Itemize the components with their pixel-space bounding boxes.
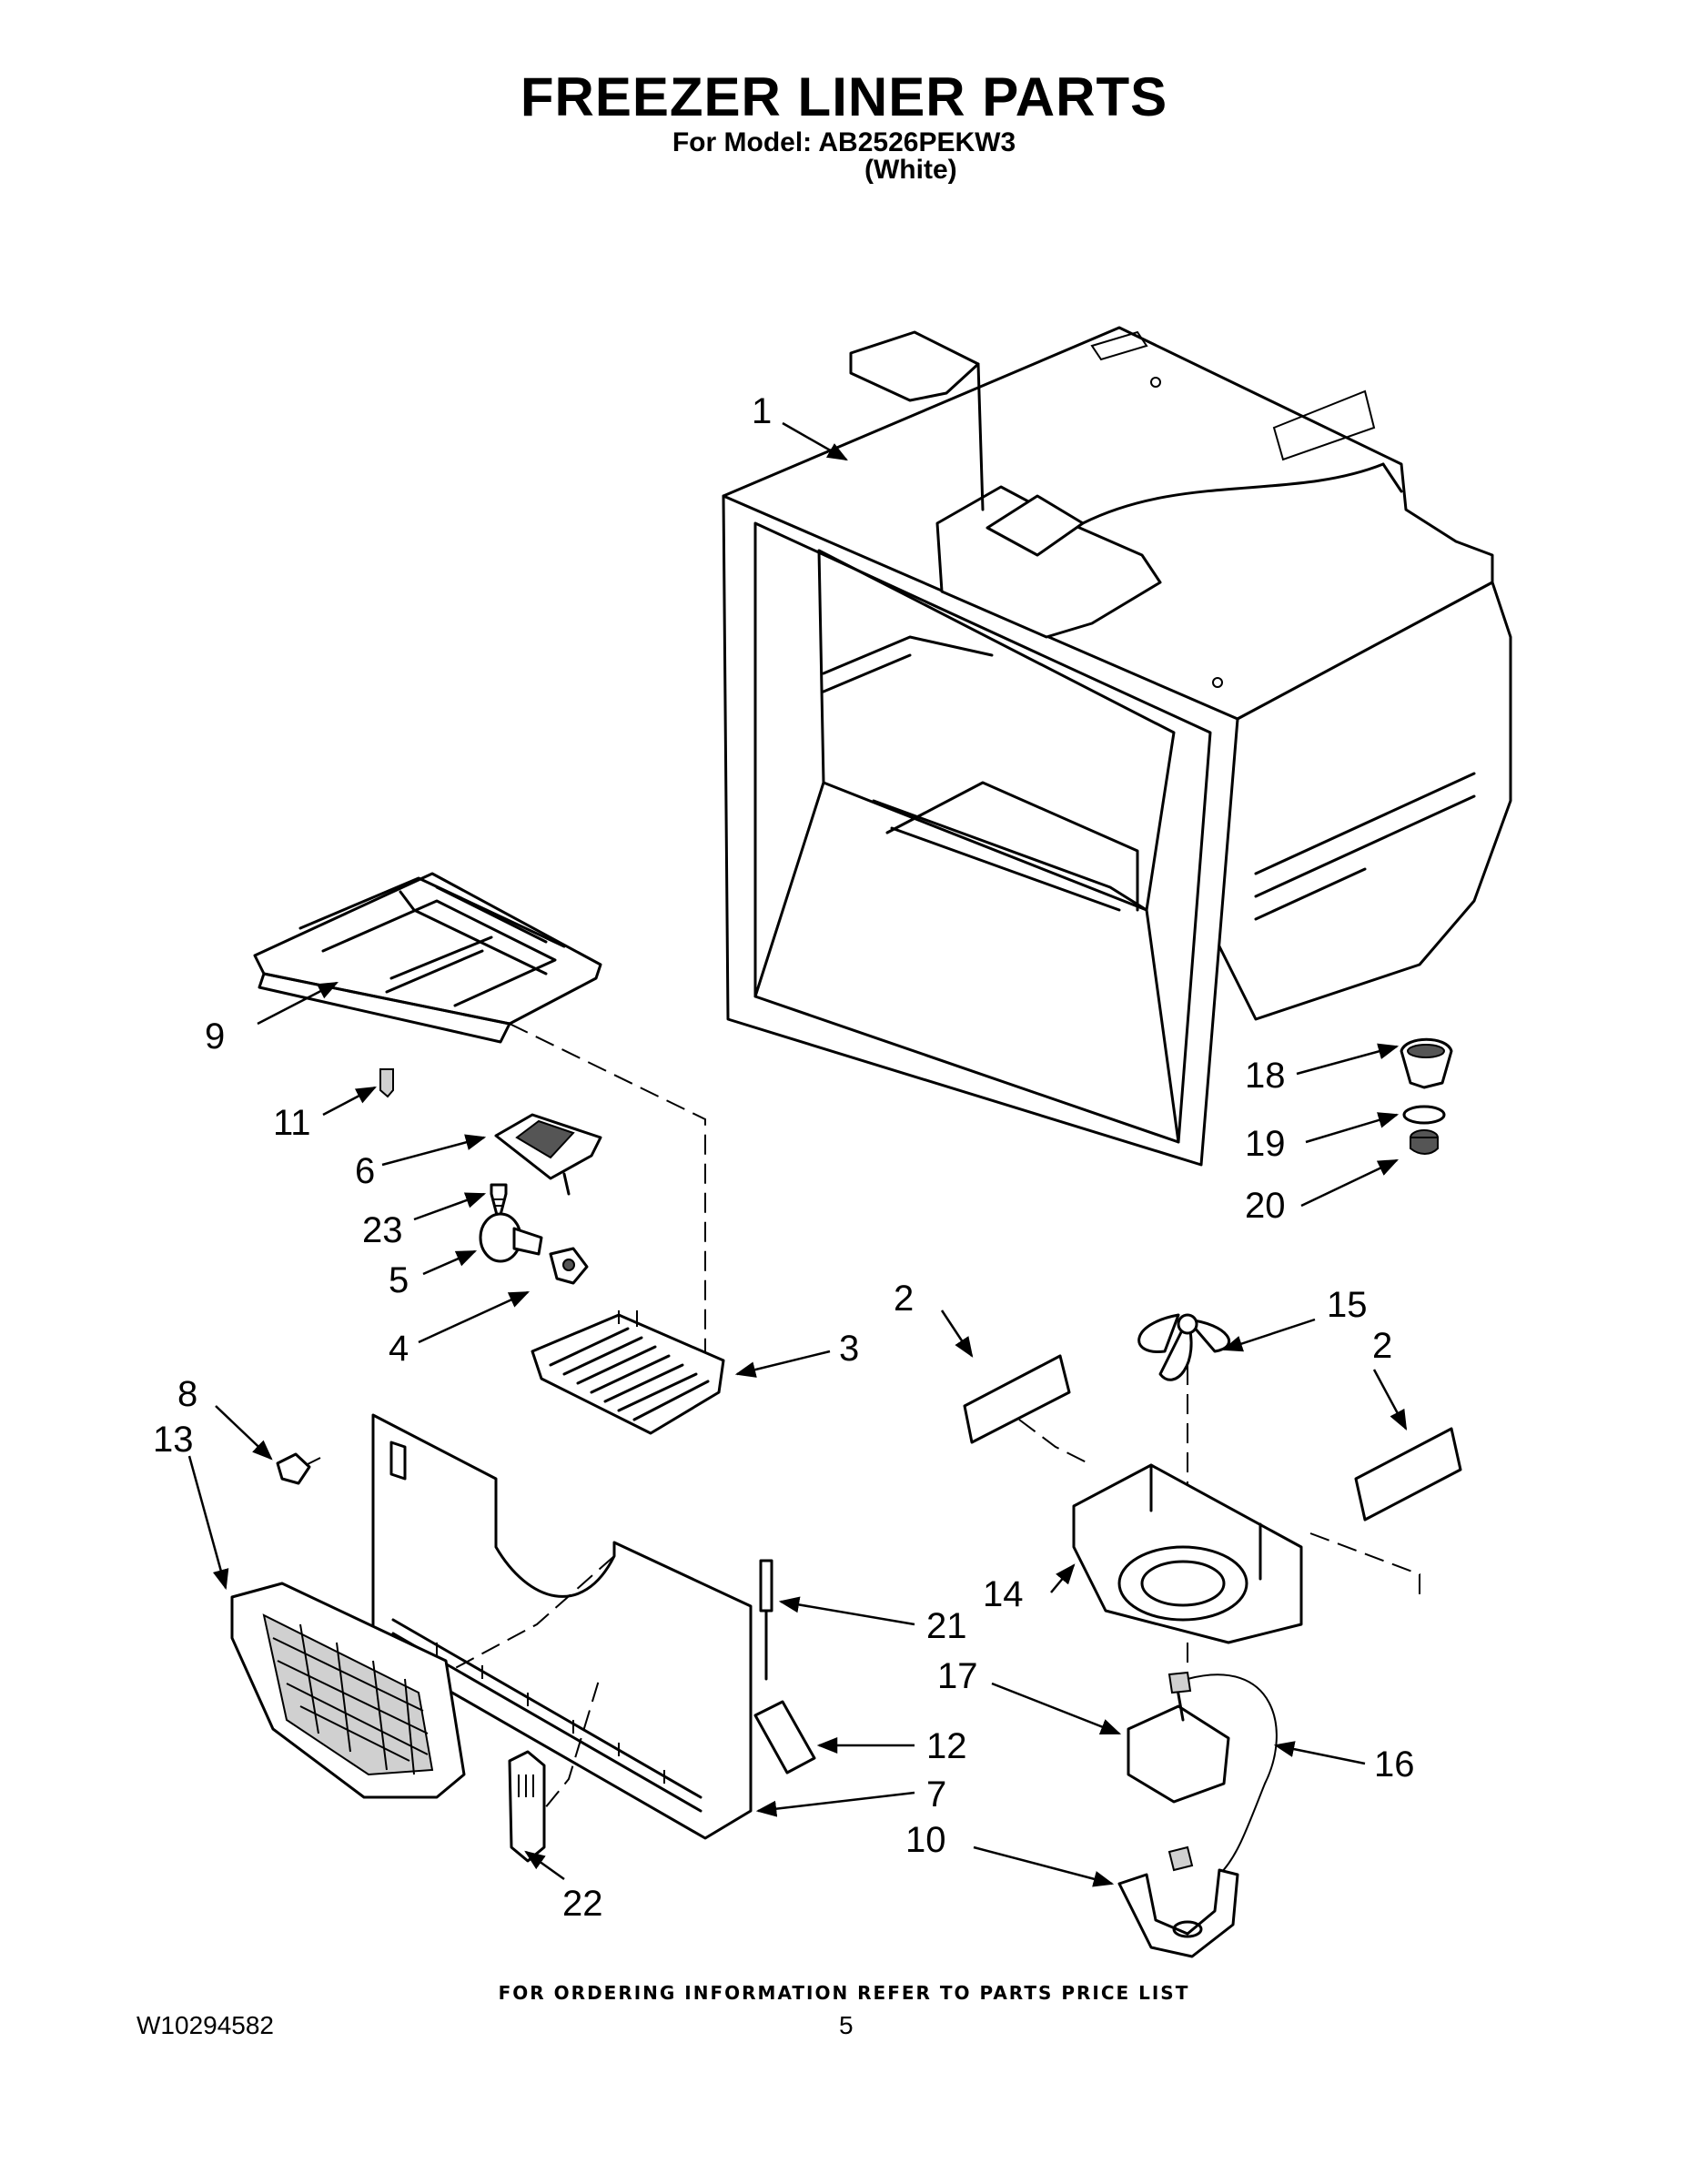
callout-7: 7 [926,1774,946,1815]
callout-1: 1 [752,391,772,431]
callout-23: 23 [362,1210,403,1250]
light-shield-part [531,1310,725,1435]
callout-2-right: 2 [1372,1326,1392,1366]
callout-10: 10 [905,1820,946,1860]
freezer-liner-part [722,326,1512,1167]
wire-harness-part [1187,1673,1278,1876]
fan-motor-part [1127,1671,1230,1804]
callout-9: 9 [205,1016,225,1057]
light-socket-part [549,1247,589,1285]
foam-strip-part [753,1700,816,1774]
leader-lines [187,421,1408,1887]
foam-block-part-left [963,1354,1071,1444]
callout-17: 17 [937,1656,978,1696]
callout-8: 8 [177,1374,197,1414]
callout-20: 20 [1245,1186,1286,1226]
callout-11: 11 [273,1103,311,1143]
evaporator-cover-part [371,1413,753,1840]
callout-13: 13 [153,1420,194,1460]
callout-19: 19 [1245,1124,1286,1164]
thermistor-part [759,1559,773,1681]
callout-4: 4 [389,1329,409,1369]
light-switch-part [494,1113,602,1196]
light-bulb-part [479,1212,543,1263]
drain-parts [1400,1037,1453,1155]
callout-14: 14 [983,1574,1024,1614]
callout-18: 18 [1245,1056,1286,1096]
callout-labels: 1 2 2 3 4 5 6 7 8 9 10 11 12 13 14 15 16… [153,391,1415,1924]
light-housing-part [253,872,602,1044]
page-number: 5 [839,2011,854,2039]
fan-housing-part [1072,1463,1303,1644]
screw-part-8 [276,1452,321,1485]
damper-part [508,1750,546,1863]
model-line: For Model: AB2526PEKW3 [672,127,1016,157]
color-line: (White) [864,155,957,185]
foam-block-part-right [1354,1427,1462,1522]
callout-6: 6 [355,1151,375,1191]
callout-3: 3 [839,1329,859,1369]
callout-5: 5 [389,1260,409,1300]
callout-2-left: 2 [894,1279,914,1319]
callout-12: 12 [926,1726,967,1766]
clip-part [379,1068,394,1098]
ordering-note: FOR ORDERING INFORMATION REFER TO PARTS … [498,1982,1190,2004]
motor-bracket-part [1117,1845,1239,1958]
callout-15: 15 [1327,1285,1368,1325]
callout-22: 22 [562,1884,603,1924]
fan-blade-part [1137,1313,1231,1381]
callout-21: 21 [926,1606,967,1646]
air-grille-part [230,1582,466,1799]
page-title: FREEZER LINER PARTS [520,66,1168,127]
callout-16: 16 [1374,1744,1415,1785]
document-number: W10294582 [136,2011,275,2039]
screw-part [490,1183,508,1217]
